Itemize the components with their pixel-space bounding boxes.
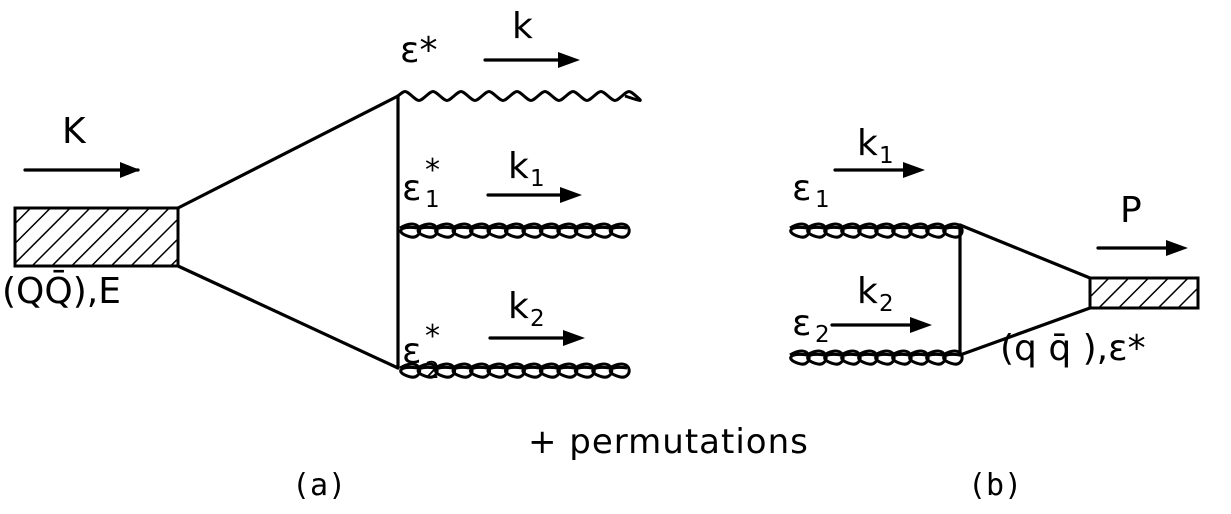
incoming-momentum-label: K (62, 111, 87, 152)
panel-a: K (QQ̄),E ε* k ε 1 * k 1 ε 2 * k 2 (a) (2, 6, 642, 503)
gluon-line-2 (399, 362, 631, 379)
gluon-b1-momentum-label: k (857, 123, 878, 164)
gluon2-momentum-subscript: 2 (530, 306, 545, 332)
quark-b-line-upper (958, 223, 1092, 280)
gluon-b-line-2 (789, 349, 964, 366)
permutations-label: + permutations (528, 422, 809, 462)
gluon-b1-polarization-subscript: 1 (815, 187, 830, 213)
gluon2-polarization-superscript: * (425, 319, 440, 354)
gluon1-polarization-label: ε (402, 168, 421, 209)
incoming-bound-state (13, 206, 180, 268)
gluon2-polarization-label: ε (402, 331, 421, 372)
gluon-b2-momentum-label: k (857, 271, 878, 312)
gluon-b2-polarization-label: ε (792, 303, 811, 344)
gluon-b2-polarization-subscript: 2 (815, 322, 830, 348)
gluon-b-line-1 (789, 222, 964, 239)
gluon-line-1 (399, 222, 631, 239)
gluon2-momentum-label: k (508, 286, 529, 327)
gluon1-momentum-subscript: 1 (530, 166, 545, 192)
gluon-b1-momentum-arrowhead (903, 162, 925, 178)
quark-line-upper (176, 94, 400, 210)
gluon2-momentum-arrowhead (563, 330, 585, 346)
incoming-state-label: (QQ̄),E (2, 269, 121, 312)
gluon-b1-momentum-subscript: 1 (879, 143, 894, 169)
outgoing-bound-state (1088, 276, 1200, 310)
quark-line-lower (176, 264, 400, 370)
gluon-b2-momentum-arrowhead (910, 317, 932, 333)
outgoing-state-label: (q q̄ ),ε* (1000, 328, 1146, 369)
gluon1-momentum-label: k (508, 146, 529, 187)
quark-b-line-lower (958, 306, 1092, 357)
gluon1-momentum-arrowhead (560, 187, 582, 203)
outgoing-momentum-label: P (1120, 190, 1142, 231)
photon-momentum-arrowhead (558, 52, 580, 68)
gluon-b2-momentum-subscript: 2 (879, 291, 894, 317)
incoming-momentum-arrowhead (120, 162, 140, 178)
photon-wavy-line (397, 90, 642, 102)
panel-b-caption: (b) (968, 468, 1022, 503)
gluon2-polarization-subscript: 2 (425, 358, 440, 384)
photon-polarization-label: ε* (400, 30, 437, 71)
panel-a-caption: (a) (292, 468, 346, 503)
outgoing-momentum-arrowhead (1166, 240, 1188, 256)
photon-momentum-label: k (512, 6, 533, 47)
gluon1-polarization-superscript: * (425, 153, 440, 188)
gluon-b1-polarization-label: ε (792, 168, 811, 209)
gluon1-polarization-subscript: 1 (425, 187, 440, 213)
panel-b: ε 1 k 1 ε 2 k 2 P (q q̄ ),ε* (b) (789, 123, 1200, 503)
